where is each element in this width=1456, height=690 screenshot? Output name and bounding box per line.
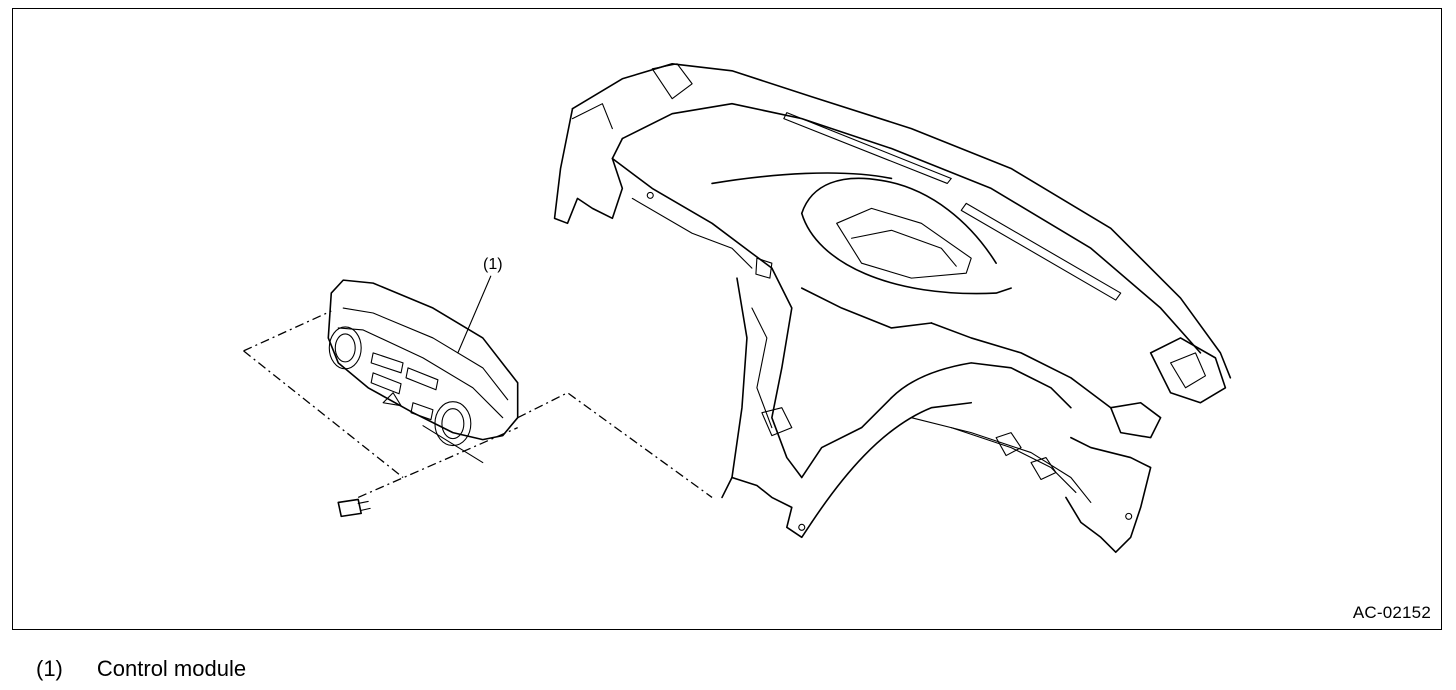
legend-number: (1) <box>36 656 63 681</box>
figure-frame: (1) AC-02152 <box>12 8 1442 630</box>
diagram-illustration <box>243 63 1232 554</box>
instrument-panel-drawing <box>553 63 1232 554</box>
control-module-drawing <box>327 275 519 518</box>
assembly-guide-lines <box>243 310 713 499</box>
legend: (1) Control module <box>36 656 246 682</box>
figure-id: AC-02152 <box>1352 603 1431 622</box>
legend-label: Control module <box>96 656 247 681</box>
callout-1: (1) <box>483 256 503 273</box>
